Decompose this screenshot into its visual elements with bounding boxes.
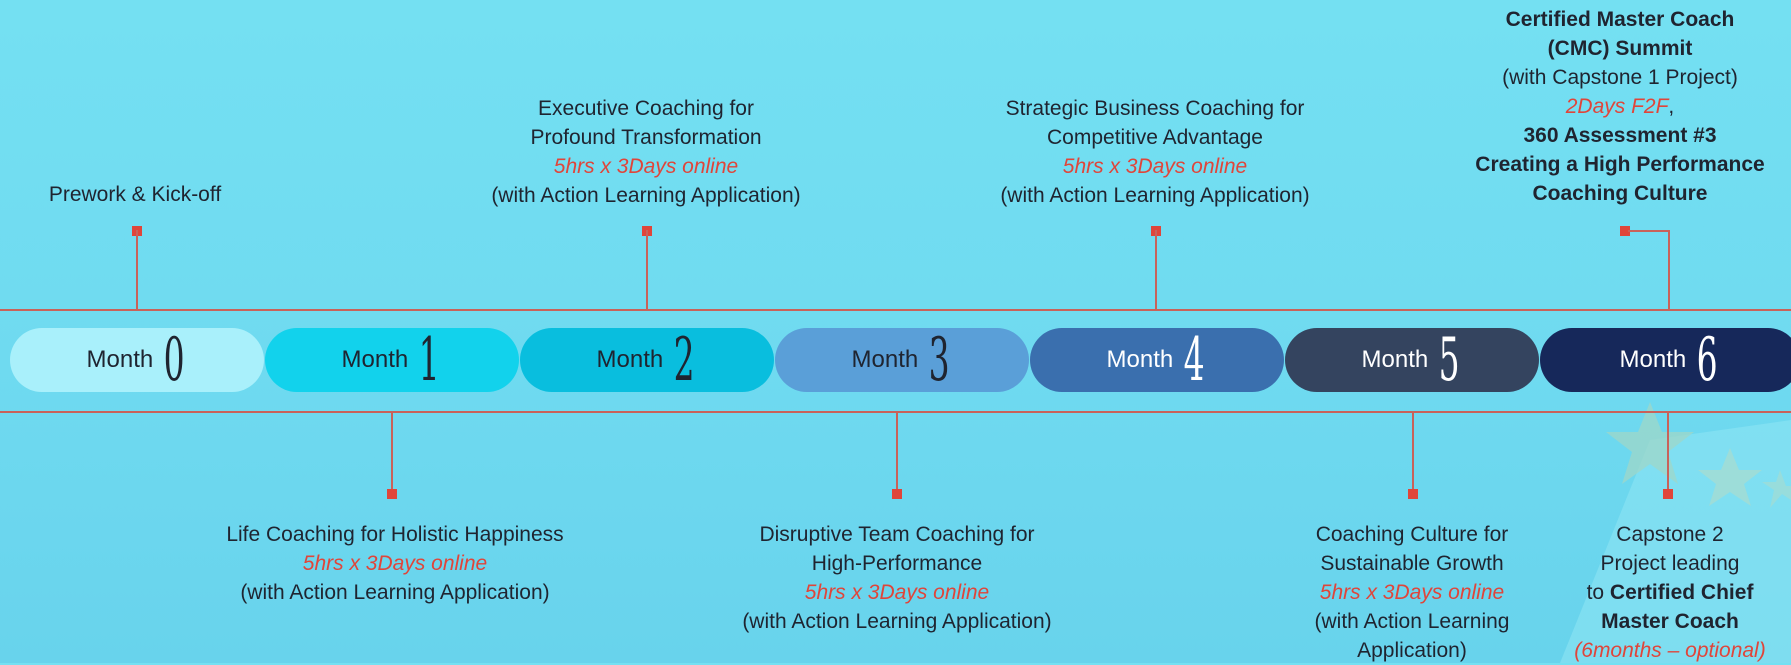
milestone-duration: 2Days F2F — [1565, 95, 1669, 118]
milestone-title: High-Performance — [811, 552, 983, 575]
milestone-title: Coaching Culture — [1532, 182, 1708, 205]
milestone-note: (with Action Learning Application) — [1000, 184, 1310, 207]
connector-stem — [391, 413, 393, 490]
milestone-title-bold: Master Coach — [1601, 610, 1739, 633]
milestone-note: (with Capstone 1 Project) — [1502, 66, 1738, 89]
milestone-note: Application) — [1357, 639, 1467, 662]
milestone-duration: 5hrs x 3Days online — [553, 155, 739, 178]
milestone-title: Prework & Kick-off — [48, 183, 222, 206]
star-icon — [1606, 402, 1694, 484]
milestone-title: Life Coaching for Holistic Happiness — [226, 523, 564, 546]
milestone-text-month-6-bottom: Capstone 2 Project leading to Certified … — [1560, 520, 1780, 665]
milestone-title: Competitive Advantage — [1047, 126, 1263, 149]
milestone-duration: 5hrs x 3Days online — [302, 552, 488, 575]
connector-stem — [1667, 413, 1669, 490]
month-label: Month — [86, 346, 154, 373]
milestone-text-month-0: Prework & Kick-off — [30, 180, 240, 209]
milestone-title: Disruptive Team Coaching for — [759, 523, 1035, 546]
connector-stem — [1668, 230, 1670, 309]
connector-stem — [1155, 230, 1157, 309]
milestone-duration: (6months – optional) — [1574, 639, 1766, 662]
month-number: 5 — [1438, 325, 1460, 395]
milestone-title-bold: Certified Chief — [1609, 581, 1754, 604]
milestone-note: (with Action Learning — [1314, 610, 1510, 633]
milestone-title: Project leading — [1600, 552, 1740, 575]
connector-stem — [1412, 413, 1414, 490]
month-pill-1: Month 1 — [265, 328, 519, 392]
connector-dot — [892, 489, 902, 499]
month-number: 6 — [1696, 325, 1718, 395]
month-label: Month — [341, 346, 409, 373]
milestone-title: Creating a High Performance — [1475, 153, 1765, 176]
month-pill-4: Month 4 — [1030, 328, 1284, 392]
month-label: Month — [1361, 346, 1429, 373]
milestone-text-month-5: Coaching Culture for Sustainable Growth … — [1297, 520, 1527, 665]
connector-dot — [387, 489, 397, 499]
milestone-title: Coaching Culture for — [1315, 523, 1509, 546]
connector-stem — [646, 230, 648, 309]
connector-dot — [1663, 489, 1673, 499]
milestone-note: (with Action Learning Application) — [742, 610, 1052, 633]
month-pill-3: Month 3 — [775, 328, 1029, 392]
month-label: Month — [851, 346, 919, 373]
milestone-note: (with Action Learning Application) — [240, 581, 550, 604]
connector-stem — [1628, 230, 1670, 232]
milestone-title: Strategic Business Coaching for — [1005, 97, 1305, 120]
milestone-text-month-1: Life Coaching for Holistic Happiness 5hr… — [205, 520, 585, 607]
milestone-title: Profound Transformation — [530, 126, 762, 149]
milestone-text-month-6-top: Certified Master Coach (CMC) Summit (wit… — [1470, 5, 1770, 208]
milestone-text-month-4: Strategic Business Coaching for Competit… — [965, 94, 1345, 210]
month-number: 4 — [1183, 325, 1205, 395]
month-pill-0: Month 0 — [10, 328, 264, 392]
milestone-duration: 5hrs x 3Days online — [1319, 581, 1505, 604]
milestone-title: Certified Master Coach — [1505, 8, 1735, 31]
milestone-duration: 5hrs x 3Days online — [804, 581, 990, 604]
milestone-note: (with Action Learning Application) — [491, 184, 801, 207]
milestone-text-month-2: Executive Coaching for Profound Transfor… — [456, 94, 836, 210]
connector-dot — [1408, 489, 1418, 499]
month-pill-6: Month 6 — [1540, 328, 1791, 392]
month-pill-2: Month 2 — [520, 328, 774, 392]
month-number: 0 — [163, 325, 185, 395]
month-pill-5: Month 5 — [1285, 328, 1539, 392]
milestone-title: (CMC) Summit — [1547, 37, 1693, 60]
connector-stem — [896, 413, 898, 490]
month-label: Month — [1619, 346, 1687, 373]
star-icon — [1762, 470, 1791, 508]
milestone-text-month-3: Disruptive Team Coaching for High-Perfor… — [707, 520, 1087, 636]
milestone-title: 360 Assessment #3 — [1523, 124, 1717, 147]
month-number: 2 — [673, 325, 695, 395]
month-number: 3 — [928, 325, 950, 395]
milestone-title: Capstone 2 — [1616, 523, 1724, 546]
timeline-rail-bottom — [0, 411, 1791, 413]
star-icon — [1698, 448, 1762, 506]
milestone-duration: 5hrs x 3Days online — [1062, 155, 1248, 178]
connector-stem — [136, 230, 138, 309]
milestone-title: to — [1586, 581, 1610, 604]
timeline-rail-top — [0, 309, 1791, 311]
month-label: Month — [1106, 346, 1174, 373]
milestone-title: Executive Coaching for — [538, 97, 754, 120]
month-number: 1 — [418, 325, 440, 395]
connector-dot — [1620, 226, 1630, 236]
milestone-title: Sustainable Growth — [1320, 552, 1504, 575]
month-label: Month — [596, 346, 664, 373]
comma: , — [1668, 95, 1675, 118]
